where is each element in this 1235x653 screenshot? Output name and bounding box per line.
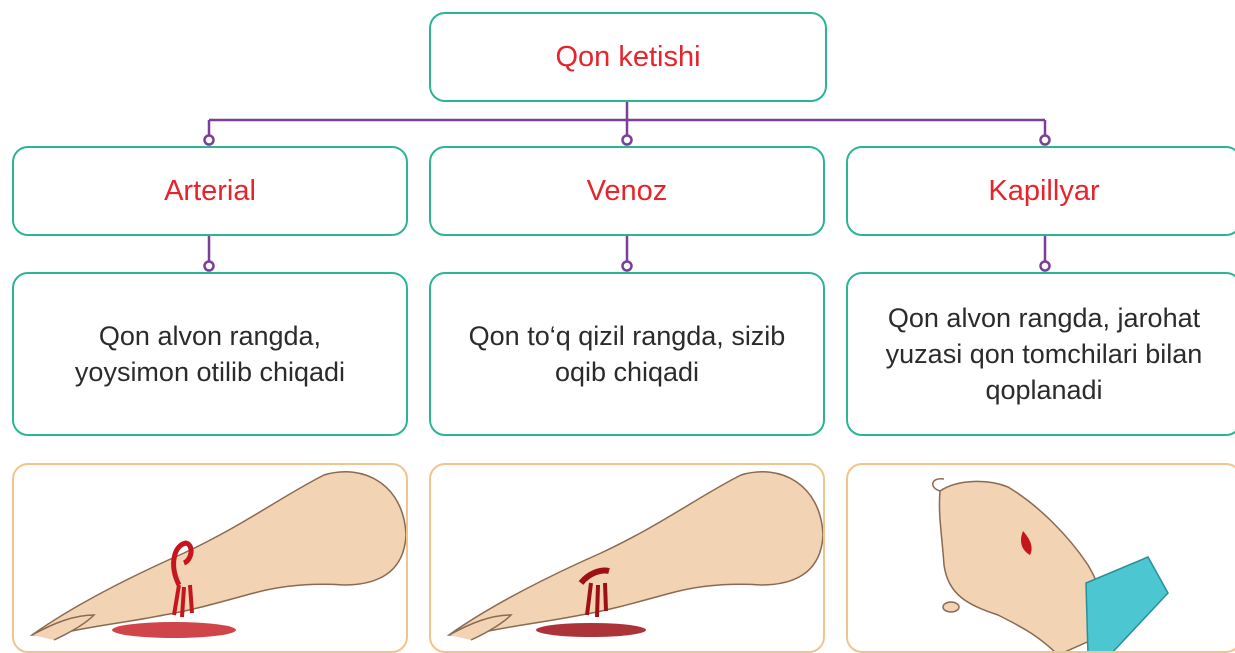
root-label: Qon ketishi	[555, 41, 700, 74]
type-label-venoz: Venoz	[587, 175, 668, 208]
description-kapillyar: Qon alvon rangda, jarohat yuzasi qon tom…	[846, 272, 1235, 436]
illustration-capillary-bleeding	[846, 463, 1235, 653]
root-node: Qon ketishi	[429, 12, 827, 102]
type-node-venoz: Venoz	[429, 146, 825, 236]
type-label-kapillyar: Kapillyar	[988, 175, 1099, 208]
type-node-kapillyar: Kapillyar	[846, 146, 1235, 236]
illustration-venous-bleeding	[429, 463, 825, 653]
description-venoz: Qon to‘q qizil rangda, sizib oqib chiqad…	[429, 272, 825, 436]
description-text-kapillyar: Qon alvon rangda, jarohat yuzasi qon tom…	[848, 300, 1235, 408]
illustration-arterial-bleeding	[12, 463, 408, 653]
type-node-arterial: Arterial	[12, 146, 408, 236]
description-text-venoz: Qon to‘q qizil rangda, sizib oqib chiqad…	[431, 318, 823, 390]
type-label-arterial: Arterial	[164, 175, 256, 208]
description-arterial: Qon alvon rangda, yoysimon otilib chiqad…	[12, 272, 408, 436]
description-text-arterial: Qon alvon rangda, yoysimon otilib chiqad…	[50, 318, 370, 390]
